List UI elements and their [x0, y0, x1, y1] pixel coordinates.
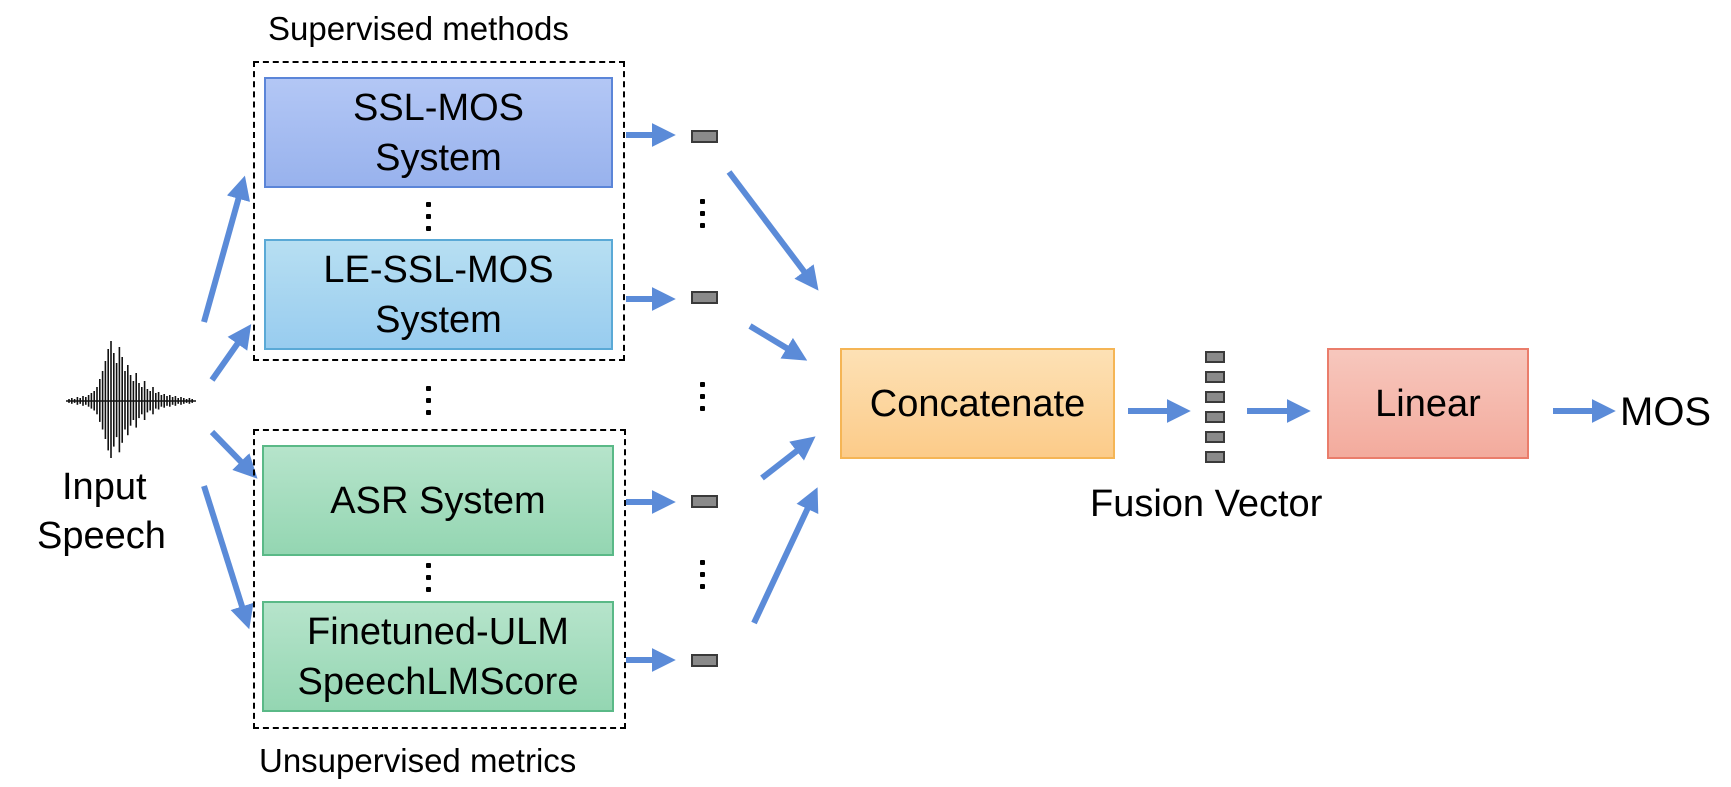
linear-label: Linear — [1375, 382, 1481, 425]
ellipsis-emb-1 — [700, 199, 705, 235]
arrow-emb1-to-concat — [726, 170, 819, 291]
supervised-group — [253, 61, 625, 361]
concatenate-label: Concatenate — [869, 382, 1086, 425]
arrow-emb3-to-concat — [760, 436, 816, 481]
waveform-icon — [66, 341, 196, 458]
finetuned-ulm-label: Finetuned-ULM — [307, 610, 569, 653]
arrow-input-to-ssl — [201, 175, 251, 323]
linear-box: Linear — [1327, 348, 1529, 459]
concatenate-box: Concatenate — [840, 348, 1115, 459]
unsupervised-group — [253, 429, 626, 729]
fusion-vector-cell — [1205, 431, 1225, 443]
le-ssl-mos-label: LE-SSL-MOS — [323, 248, 554, 291]
input-speech-label-line2: Speech — [37, 515, 166, 557]
asr-system-label: ASR System — [330, 479, 546, 522]
arrow-emb4-to-concat — [751, 487, 819, 625]
fusion-vector-cell — [1205, 411, 1225, 423]
asr-system-box: ASR System — [262, 445, 614, 556]
input-speech-label-line1: Input — [62, 466, 147, 508]
fusion-vector-cell — [1205, 351, 1225, 363]
embedding-finetuned-ulm — [691, 654, 718, 667]
ellipsis-unsupervised — [426, 563, 431, 599]
arrow-input-to-le — [209, 324, 252, 382]
embedding-le-ssl-mos — [691, 291, 718, 304]
fusion-vector-cell — [1205, 451, 1225, 463]
ssl-mos-system-box: SSL-MOS System — [264, 77, 613, 188]
arrow-input-to-asr — [209, 429, 258, 479]
mos-output-label: MOS — [1620, 390, 1712, 434]
supervised-methods-header: Supervised methods — [268, 10, 569, 47]
fusion-vector-cell — [1205, 371, 1225, 383]
ellipsis-between-groups — [426, 386, 431, 422]
ellipsis-emb-2 — [700, 382, 705, 418]
fusion-vector-label: Fusion Vector — [1090, 483, 1323, 525]
unsupervised-metrics-header: Unsupervised metrics — [259, 742, 577, 779]
embedding-ssl-mos — [691, 130, 718, 143]
arrow-input-to-ulm — [201, 485, 254, 630]
ssl-mos-label: SSL-MOS — [352, 86, 525, 129]
ellipsis-emb-3 — [700, 560, 705, 596]
le-ssl-mos-label-line2: System — [375, 298, 502, 341]
ellipsis-supervised — [426, 202, 431, 238]
finetuned-ulm-box: Finetuned-ULM SpeechLMScore — [262, 601, 614, 712]
fusion-vector-cell — [1205, 391, 1225, 403]
le-ssl-mos-system-box: LE-SSL-MOS System — [264, 239, 613, 350]
ssl-mos-label-line2: System — [375, 136, 502, 179]
embedding-asr — [691, 495, 718, 508]
speechlmscore-label: SpeechLMScore — [297, 660, 579, 703]
arrow-emb2-to-concat — [748, 323, 808, 361]
